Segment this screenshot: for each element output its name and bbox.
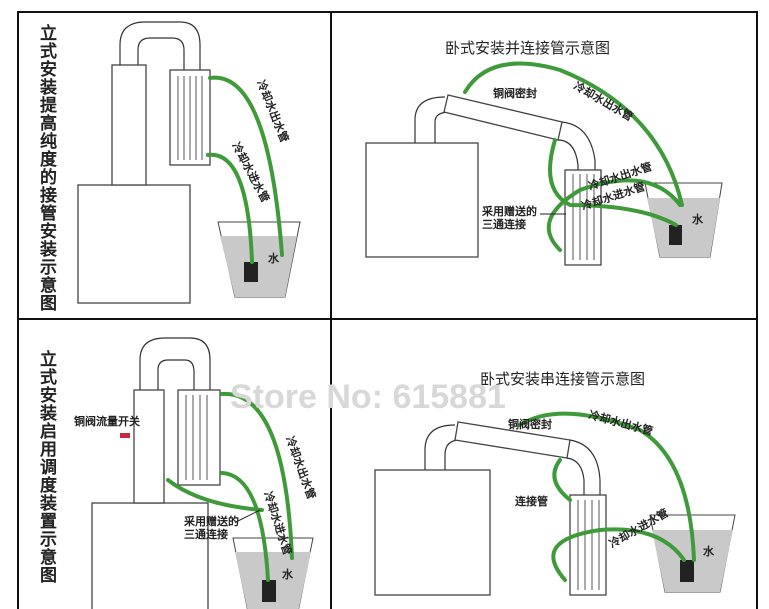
boiler [91,502,209,609]
return-hose [546,178,682,252]
water-label: 水 [692,212,704,226]
tee-label-line-2: 三通连接 [482,217,526,231]
tee-label-line-2: 三通连接 [184,527,228,541]
panel-3-title: 立式安装启用调度装置示意图 [36,350,56,584]
u-pipe [119,21,201,70]
seal-label: 铜阀密封 [492,86,537,100]
connector-hose [552,458,572,502]
vertical-condenser [564,169,602,266]
tee-hose [166,478,264,512]
pump [244,262,258,282]
outlet-label: 冷却水出水管 [254,78,292,144]
water-label: 水 [703,544,715,558]
horizontal-condenser [443,94,563,141]
pump [262,580,276,602]
inlet-hose [548,138,678,227]
inlet-hose [206,152,254,264]
tee-arrow [235,509,261,523]
water-fill [220,236,297,297]
panel-2-drawing: 卧式安装并连接管示意图 铜阀密封 冷却水出水管 冷却水出水管 冷却水进水管 采用… [365,39,723,266]
inlet-hose [220,471,270,582]
outlet-hose [208,75,284,257]
elbow-pipe [424,424,461,470]
outlet-hose [220,391,294,560]
outlet-label: 冷却水出水管 [572,78,636,123]
connector-label: 连接管 [515,494,548,508]
boiler [77,184,191,304]
panel-4-title: 卧式安装串连接管示意图 [480,370,645,388]
pump [669,225,682,245]
elbow-pipe [414,96,451,143]
water-fill [647,198,720,257]
seal-label: 铜阀密封 [507,417,552,431]
condenser [177,389,221,486]
panel-1-drawing: 冷却水出水管 冷却水进水管 水 [77,21,301,304]
panel-1-title: 立式安装提高纯度的接管安装示意图 [36,24,56,312]
panel-2-title: 卧式安装并连接管示意图 [445,39,610,57]
water-label: 水 [282,567,294,581]
outlet-label: 冷却水出水管 [283,434,319,501]
column [111,64,147,186]
valve-label: 铜阀流量开关 [73,414,140,428]
tee-label-line-1: 采用赠送的 [481,204,537,218]
down-pipe [566,439,601,495]
column [133,389,165,504]
outer-frame [17,11,758,609]
tee-label-line-1: 采用赠送的 [183,514,239,528]
pump [680,560,694,582]
flow-valve [120,433,130,438]
panel-4-drawing: 卧式安装串连接管示意图 铜阀密封 冷却水出水管 连接管 冷却水进水管 水 [374,370,736,596]
down-pipe [557,121,596,172]
inlet-hose [551,527,686,582]
vertical-condenser [569,494,607,596]
u-pipe [139,337,211,390]
boiler [365,142,479,258]
outlet-hose [463,61,684,207]
water-label: 水 [268,251,280,265]
watermark: Store No: 615881 [230,378,506,416]
boiler [374,469,491,596]
outlet-hose [518,411,696,562]
outlet-label: 冷却水出水管 [587,407,654,438]
